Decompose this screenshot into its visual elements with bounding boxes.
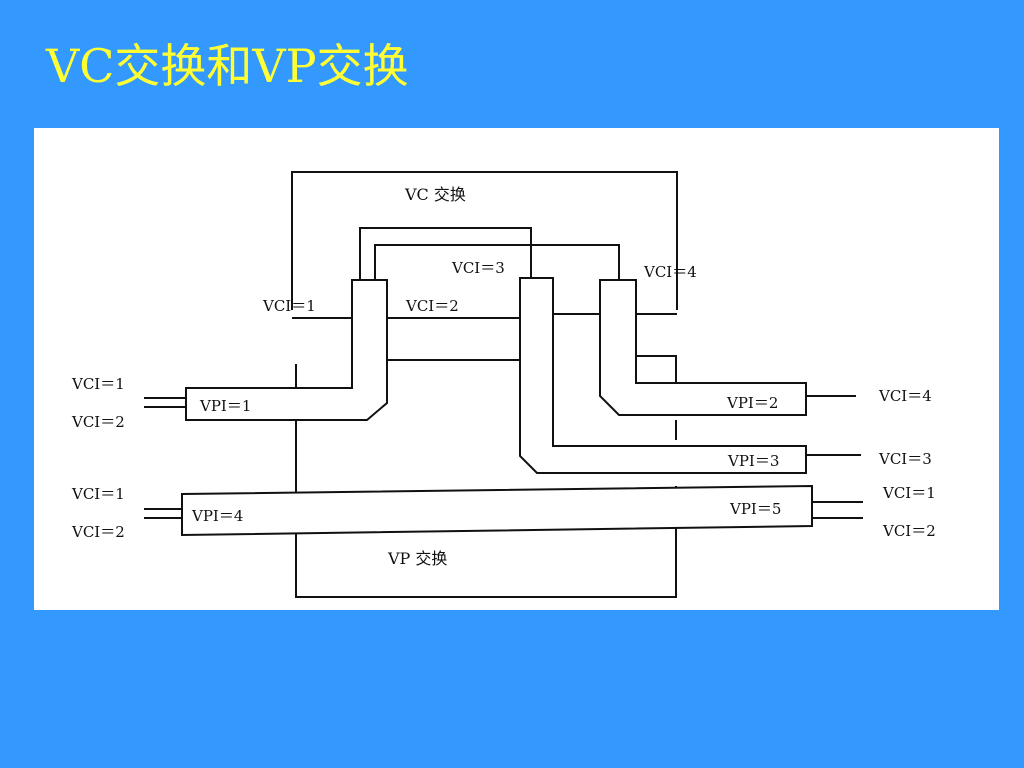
- vc-switch-frame: [291, 171, 678, 310]
- vc-switch-label: VC 交换: [404, 185, 466, 204]
- vc-vp-switching-diagram: VC 交换 VP 交换 VPI＝1 VPI＝3 VPI＝2 VPI＝4 VPI＝…: [71, 171, 936, 598]
- label-right-vpi-3-vci-3: VCI＝3: [878, 450, 932, 468]
- path-vpi-2-label: VPI＝2: [726, 394, 778, 412]
- slide-title: VC交换和VP交换: [46, 39, 409, 93]
- label-vc-vci-1: VCI＝1: [262, 297, 316, 315]
- label-left-vpi-4-vci-2: VCI＝2: [71, 523, 125, 541]
- path-vpi-4-label: VPI＝4: [191, 507, 243, 525]
- label-right-vpi-5-vci-2: VCI＝2: [882, 522, 936, 540]
- label-vc-vci-3: VCI＝3: [451, 259, 505, 277]
- label-left-vpi-1-vci-2: VCI＝2: [71, 413, 125, 431]
- label-vc-vci-2: VCI＝2: [405, 297, 459, 315]
- path-vpi-5-label: VPI＝5: [729, 500, 781, 518]
- path-vpi-4-5: [181, 484, 813, 537]
- diagram-panel: VC 交换 VP 交换 VPI＝1 VPI＝3 VPI＝2 VPI＝4 VPI＝…: [34, 128, 999, 610]
- vc-inner-route-inner: [374, 244, 620, 280]
- path-vpi-2: [599, 279, 807, 416]
- label-vc-vci-4: VCI＝4: [643, 263, 697, 281]
- path-vpi-1-label: VPI＝1: [199, 397, 251, 415]
- path-vpi-3: [519, 277, 807, 474]
- path-vpi-1: [185, 279, 388, 421]
- vc-inner-route-outer: [359, 227, 532, 280]
- label-right-vpi-2-vci-4: VCI＝4: [878, 387, 932, 405]
- label-left-vpi-4-vci-1: VCI＝1: [71, 485, 125, 503]
- label-left-vpi-1-vci-1: VCI＝1: [71, 375, 125, 393]
- vp-switch-label: VP 交换: [387, 549, 447, 568]
- label-right-vpi-5-vci-1: VCI＝1: [882, 484, 936, 502]
- vp-switch-frame: [295, 364, 677, 598]
- path-vpi-3-label: VPI＝3: [727, 452, 779, 470]
